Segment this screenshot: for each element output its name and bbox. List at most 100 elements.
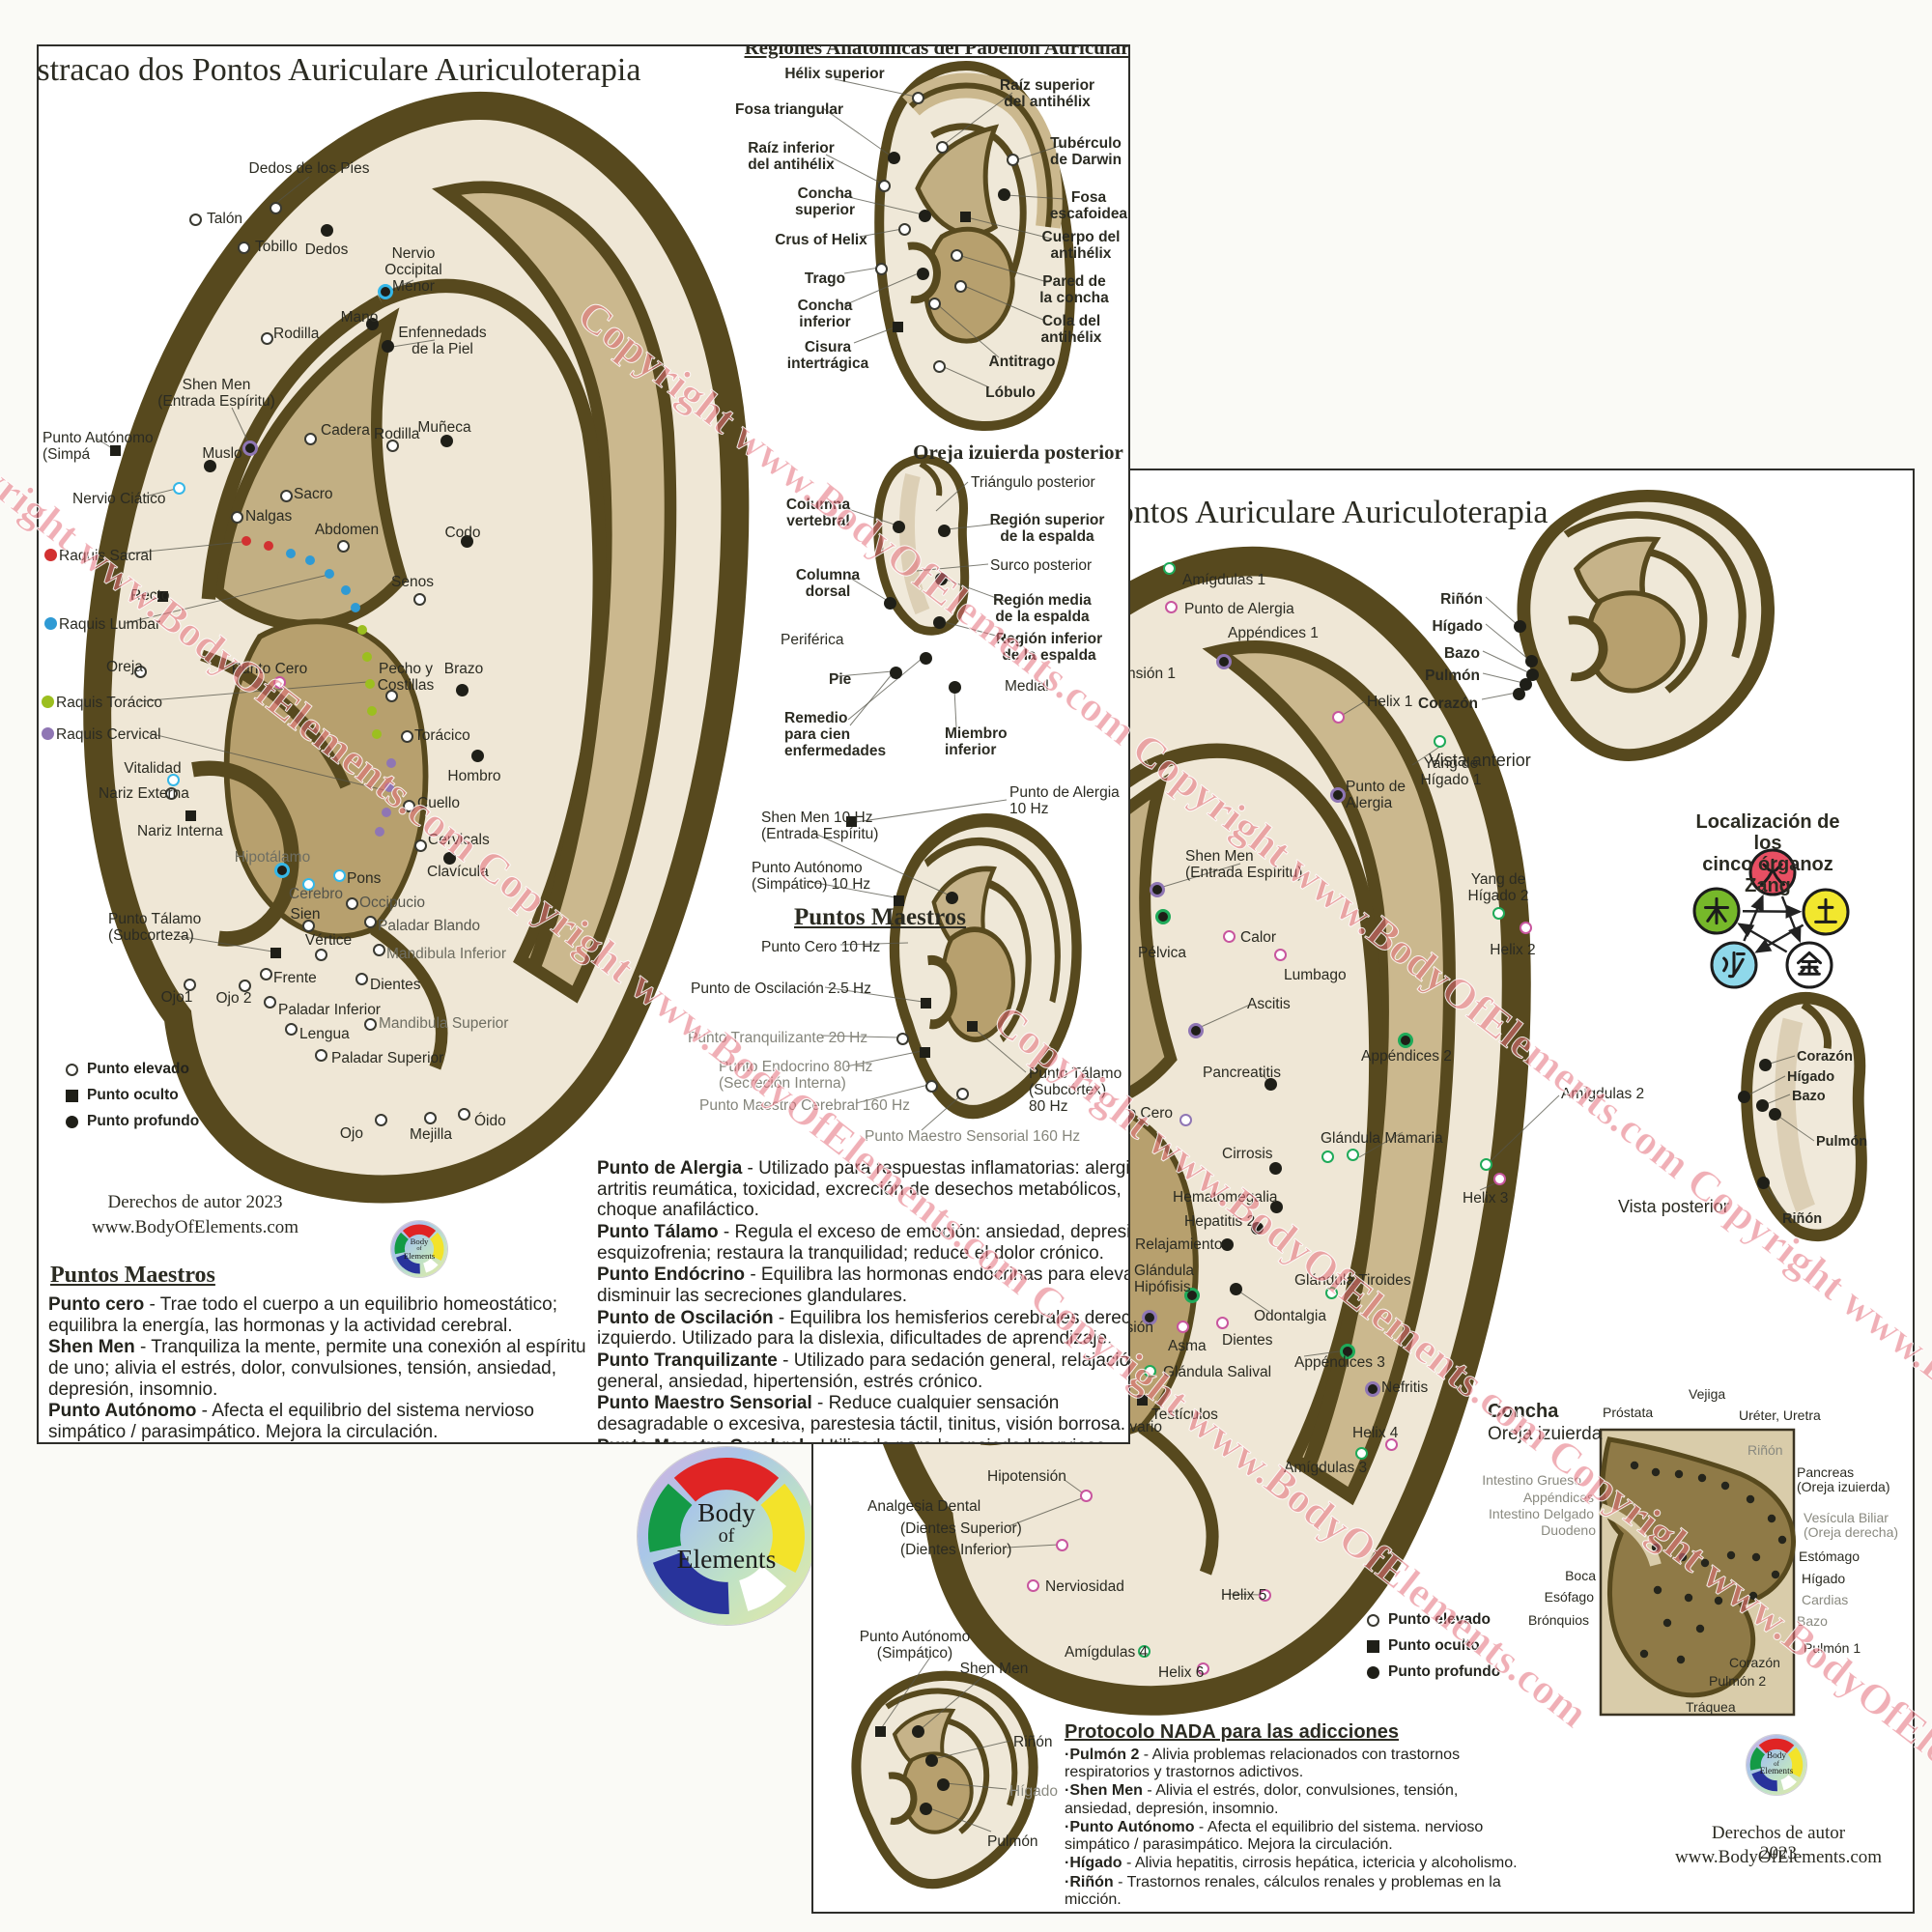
point-label: Hematomegalia xyxy=(1173,1189,1278,1206)
zang-element-fire xyxy=(1748,848,1797,896)
acu-point-marker xyxy=(1524,654,1538,668)
description-entry: Shen Men - Tranquiliza la mente, permite… xyxy=(48,1337,586,1400)
acu-point-marker xyxy=(375,827,384,837)
point-label: Helix 3 xyxy=(1463,1190,1509,1207)
acu-point-marker xyxy=(937,524,951,537)
point-label: Pancreas (Oreja izuierda) xyxy=(1797,1464,1890,1495)
acu-point-marker xyxy=(953,279,967,293)
acu-point-marker xyxy=(919,1046,930,1058)
point-label: Codo xyxy=(444,525,481,541)
point-label: Crus of Helix xyxy=(775,232,867,248)
acu-point-marker xyxy=(1137,1644,1151,1658)
acu-point-marker xyxy=(41,695,54,708)
point-label: Clavícula xyxy=(427,864,489,880)
point-label: Ojo1 xyxy=(160,989,193,1006)
nada-heading: Protocolo NADA para las adicciones xyxy=(1065,1721,1400,1743)
point-label: Bazo xyxy=(1797,1613,1828,1629)
point-label: Bazo xyxy=(1443,645,1480,662)
acu-point-marker xyxy=(892,321,903,332)
point-label: Hipotálamo xyxy=(234,849,311,866)
acu-point-marker xyxy=(43,548,57,561)
point-label: Yang de Hígado 1 xyxy=(1420,755,1482,789)
point-label: Mandibula Superior xyxy=(379,1015,509,1032)
point-label: Dientes xyxy=(370,977,421,993)
point-label: Analgesia Dental xyxy=(867,1498,981,1515)
point-label: Intestino Delgado xyxy=(1489,1506,1594,1521)
acu-point-marker xyxy=(924,1753,938,1767)
legend-item: Punto elevado xyxy=(1367,1611,1500,1629)
acu-point-marker xyxy=(362,652,372,662)
acu-point-marker xyxy=(355,972,368,985)
point-label: (Dientes Superior) xyxy=(900,1520,1022,1537)
point-label: Sacro xyxy=(294,486,333,502)
point-label: Punto de Oscilación 2.5 Hz xyxy=(691,980,871,997)
point-label: Pie xyxy=(829,671,852,688)
point-label: Vitalidad xyxy=(124,760,182,777)
point-label: Lóbulo xyxy=(985,384,1036,401)
point-label: Nariz Interna xyxy=(137,823,223,839)
acu-point-marker xyxy=(43,616,57,630)
legend-item: Punto profundo xyxy=(1367,1663,1500,1681)
open-point-icon xyxy=(66,1063,78,1076)
point-label: Raíz inferior del antihélix xyxy=(748,140,835,174)
point-label: Appéndices 3 xyxy=(1294,1354,1385,1371)
point-label: Óido xyxy=(474,1113,506,1129)
point-label: Relajamiento xyxy=(1135,1236,1223,1253)
acu-point-marker xyxy=(351,603,360,612)
copyright-line: Derechos de autor 2023 xyxy=(1711,1823,1846,1863)
freq-heading: Puntos Maestros xyxy=(794,904,967,930)
legend-label: Punto profundo xyxy=(87,1113,200,1129)
acu-point-marker xyxy=(183,978,196,991)
point-label: Enfennedads de la Piel xyxy=(398,325,487,358)
acu-point-marker xyxy=(955,1087,969,1100)
copyright-line: Derechos de autor 2023 xyxy=(107,1192,283,1212)
acu-point-marker xyxy=(1222,929,1236,943)
acu-point-marker xyxy=(185,810,196,821)
point-label: Punto Tranquilizante 20 Hz xyxy=(688,1030,868,1046)
point-label: Glándula Salival xyxy=(1163,1364,1272,1380)
acu-point-marker xyxy=(1229,1282,1242,1295)
point-label: Abdomen xyxy=(314,522,380,538)
point-label: Punto Endocrino 80 Hz (Secreción Interna… xyxy=(719,1059,873,1093)
description-entry: ·Riñón - Trastornos renales, cálculos re… xyxy=(1065,1873,1501,1908)
point-label: Shen Men (Entrada Espíritu) xyxy=(157,377,275,411)
acu-point-marker xyxy=(264,541,273,551)
acu-point-marker xyxy=(1136,1394,1148,1406)
acu-point-marker xyxy=(1006,153,1019,166)
point-label: Shen Men xyxy=(959,1661,1029,1677)
acu-point-marker xyxy=(1188,1023,1204,1038)
acu-point-marker xyxy=(259,967,272,980)
zang-element-water xyxy=(1710,941,1758,989)
acu-point-marker xyxy=(1331,710,1345,724)
point-label: Riñón xyxy=(1747,1442,1783,1458)
acu-point-marker xyxy=(1143,1364,1156,1378)
acu-point-marker xyxy=(166,773,180,786)
acu-point-marker xyxy=(1176,1320,1189,1333)
acu-point-marker xyxy=(1756,1176,1770,1189)
acu-point-marker xyxy=(272,675,286,689)
acu-point-marker xyxy=(916,267,929,280)
acu-point-marker xyxy=(238,979,251,992)
point-label: (Dientes Inferior) xyxy=(900,1542,1012,1558)
acu-point-marker xyxy=(895,1032,909,1045)
acu-point-marker xyxy=(314,948,327,961)
maestros-heading: Puntos Maestros xyxy=(50,1263,215,1288)
point-label: Cadera xyxy=(321,422,370,439)
acu-point-marker xyxy=(897,222,911,236)
acu-point-marker xyxy=(1525,668,1539,681)
point-label: Periférica xyxy=(781,632,844,648)
point-label: Concha inferior xyxy=(797,298,853,331)
point-label: Sien xyxy=(290,906,321,923)
acu-point-marker xyxy=(1026,1578,1039,1592)
acu-point-marker xyxy=(301,919,315,932)
point-label: Vista anterior xyxy=(1429,751,1531,770)
acu-point-marker xyxy=(966,1020,978,1032)
acu-point-marker xyxy=(412,592,426,606)
point-label: Tráquea xyxy=(1686,1699,1736,1715)
acu-point-marker xyxy=(109,444,121,456)
point-label: Punto Autónomo (Simpático) xyxy=(859,1629,971,1662)
point-label: Pélvica xyxy=(1138,945,1186,961)
